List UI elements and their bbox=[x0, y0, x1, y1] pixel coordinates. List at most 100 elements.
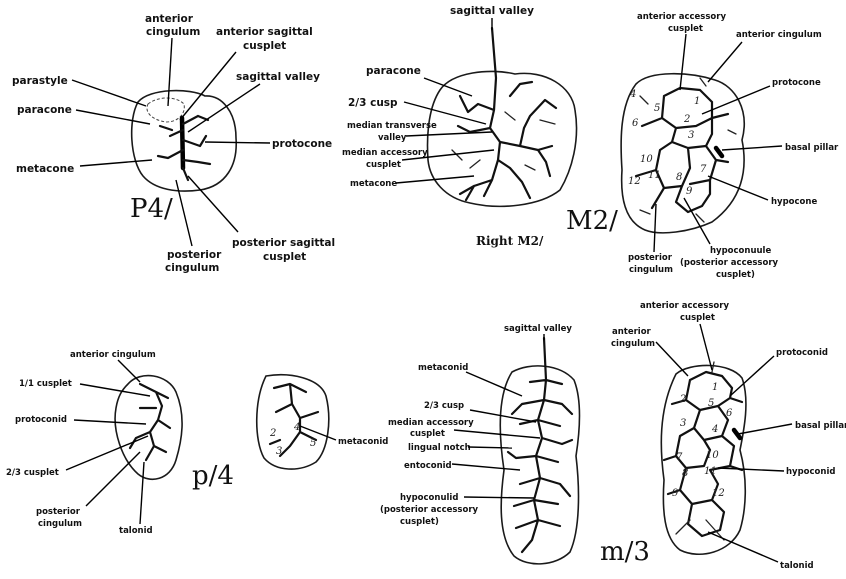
right-m2-label-median-transverse-valley-2: valley bbox=[378, 133, 407, 143]
m2-upper-leader-anterior-cingulum bbox=[708, 42, 742, 82]
p4-upper-label-posterior-sagittal-cusplet-2: cusplet bbox=[263, 251, 306, 263]
m3-left-panel: sagittal valley metaconid 2/3 cusp media… bbox=[380, 324, 580, 564]
m3-right-leader-anterior-cingulum bbox=[656, 342, 688, 376]
p4-upper-label-anterior-sagittal-cusplet-2: cusplet bbox=[243, 40, 286, 52]
m3-left-label-lingual-notch: lingual notch bbox=[408, 443, 471, 453]
m3-right-num-9: 9 bbox=[672, 488, 679, 499]
p4-upper-label-posterior-cingulum-1: posterior bbox=[167, 249, 222, 261]
m2-upper-num-1: 1 bbox=[694, 96, 700, 107]
m3-left-leader-lingual-notch bbox=[468, 447, 512, 448]
p4-upper-label-posterior-sagittal-cusplet-1: posterior sagittal bbox=[232, 237, 335, 249]
m3-right-num-8: 8 bbox=[682, 468, 688, 479]
p4-upper-label-parastyle: parastyle bbox=[12, 75, 68, 87]
m3-right-num-7: 7 bbox=[676, 452, 683, 463]
m3-left-label-sagittal-valley: sagittal valley bbox=[504, 324, 572, 334]
right-m2-label-two-thirds-cusp: 2/3 cusp bbox=[348, 97, 398, 109]
p4-upper-leader-parastyle bbox=[72, 80, 146, 106]
m3-right-num-6: 6 bbox=[726, 408, 733, 419]
p4-lower-label-posterior-cingulum-1: posterior bbox=[36, 507, 81, 517]
m2-upper-label-hypocone: hypocone bbox=[771, 197, 817, 207]
m3-left-leader-hypoconulid bbox=[464, 497, 534, 498]
m2-upper-num-3: 3 bbox=[688, 130, 694, 141]
p4-upper-label-paracone: paracone bbox=[17, 104, 72, 116]
right-m2-label-median-accessory-cusplet-2: cusplet bbox=[366, 160, 401, 170]
p4-upper-label-protocone: protocone bbox=[272, 138, 332, 150]
m3-right-num-10: 10 bbox=[706, 450, 719, 461]
p4-lower-label-two-thirds-cusplet: 2/3 cusplet bbox=[6, 468, 59, 478]
p4-lower-title: p/4 bbox=[192, 461, 234, 491]
m3-right-panel: 2 1 5 6 3 4 7 8 10 11 9 12 m/3 anterior … bbox=[600, 301, 846, 571]
p4-upper-label-sagittal-valley: sagittal valley bbox=[236, 71, 320, 83]
m2-upper-num-2: 2 bbox=[683, 114, 690, 125]
p4-upper-label-anterior-cingulum-2: cingulum bbox=[146, 26, 200, 38]
p4-lower-leader-posterior-cingulum bbox=[86, 452, 140, 506]
m2-upper-num-10: 10 bbox=[640, 154, 653, 165]
m3-left-label-hypoconulid-1: hypoconulid bbox=[400, 493, 458, 503]
p4-upper-label-posterior-cingulum-2: cingulum bbox=[165, 262, 219, 274]
m3-right-label-talonid: talonid bbox=[780, 561, 814, 571]
m2-upper-label-anterior-accessory-cusplet-1: anterior accessory bbox=[637, 12, 726, 22]
p4-lower-panel: 2 4 3 5 p/4 anterior cingulum 1/1 cusple… bbox=[6, 350, 388, 536]
right-m2-label-median-transverse-valley-1: median transverse bbox=[347, 121, 437, 131]
m2-upper-label-posterior-cingulum-1: posterior bbox=[628, 253, 673, 263]
m2-upper-label-hypoconuule-1: hypoconuule bbox=[710, 246, 771, 256]
m2-upper-label-hypoconuule-3: cusplet) bbox=[716, 270, 755, 280]
m3-right-num-11: 11 bbox=[704, 466, 717, 477]
right-m2-label-paracone: paracone bbox=[366, 65, 421, 77]
p4-upper-label-metacone: metacone bbox=[16, 163, 74, 175]
p4-lower-label-anterior-cingulum: anterior cingulum bbox=[70, 350, 156, 360]
m2-upper-label-anterior-cingulum: anterior cingulum bbox=[736, 30, 822, 40]
m3-left-label-metaconid: metaconid bbox=[418, 363, 468, 373]
right-m2-panel: Right M2/ sagittal valley paracone 2/3 c… bbox=[342, 5, 577, 248]
m3-left-label-median-accessory-cusplet-1: median accessory bbox=[388, 418, 474, 428]
m2-upper-num-6: 6 bbox=[632, 118, 639, 129]
m2-upper-label-basal-pillar: basal pillar bbox=[785, 143, 839, 153]
m3-left-label-two-thirds-cusp: 2/3 cusp bbox=[424, 401, 464, 411]
m3-left-label-hypoconulid-3: cusplet) bbox=[400, 517, 439, 527]
p4-upper-label-anterior-sagittal-cusplet-1: anterior sagittal bbox=[216, 26, 313, 38]
m2-upper-label-posterior-cingulum-2: cingulum bbox=[629, 265, 673, 275]
right-m2-label-median-accessory-cusplet-1: median accessory bbox=[342, 148, 428, 158]
p4-upper-title: P4/ bbox=[130, 194, 173, 224]
m3-left-label-median-accessory-cusplet-2: cusplet bbox=[410, 429, 445, 439]
m3-right-num-1: 1 bbox=[712, 382, 718, 393]
right-m2-label-metacone: metacone bbox=[350, 179, 397, 189]
m3-right-label-anterior-accessory-cusplet-1: anterior accessory bbox=[640, 301, 729, 311]
m3-right-leader-anterior-accessory-cusplet bbox=[700, 324, 712, 370]
p4-lower-num-5: 5 bbox=[310, 438, 316, 449]
m3-right-label-protoconid: protoconid bbox=[776, 348, 828, 358]
p4-lower-label-talonid: talonid bbox=[119, 526, 153, 536]
m3-right-label-anterior-accessory-cusplet-2: cusplet bbox=[680, 313, 715, 323]
p4-lower-num-3: 3 bbox=[276, 446, 282, 457]
m2-upper-title: M2/ bbox=[566, 206, 618, 236]
right-m2-label-sagittal-valley: sagittal valley bbox=[450, 5, 534, 17]
m3-left-label-hypoconulid-2: (posterior accessory bbox=[380, 505, 479, 515]
p4-lower-label-posterior-cingulum-2: cingulum bbox=[38, 519, 82, 529]
m3-right-label-anterior-cingulum-1: anterior bbox=[612, 327, 652, 337]
m2-upper-panel: 4 5 1 2 3 6 7 10 11 8 12 9 M2/ anterior … bbox=[566, 12, 839, 280]
m3-right-num-4: 4 bbox=[711, 424, 718, 435]
p4-lower-leader-anterior-cingulum bbox=[118, 360, 140, 382]
p4-lower-num-2: 2 bbox=[269, 428, 276, 439]
m2-upper-num-7: 7 bbox=[700, 164, 707, 175]
p4-lower-num-4: 4 bbox=[293, 422, 300, 433]
m3-right-label-anterior-cingulum-2: cingulum bbox=[611, 339, 655, 349]
m3-left-label-entoconid: entoconid bbox=[404, 461, 452, 471]
p4-lower-second-tooth-outline bbox=[257, 375, 329, 469]
m2-upper-num-9: 9 bbox=[686, 186, 693, 197]
p4-lower-label-metaconid: metaconid bbox=[338, 437, 388, 447]
p4-lower-label-one-one-cusplet: 1/1 cusplet bbox=[19, 379, 72, 389]
m3-right-num-12: 12 bbox=[712, 488, 725, 499]
right-m2-caption: Right M2/ bbox=[476, 234, 544, 248]
m3-left-tooth-outline bbox=[500, 366, 579, 564]
m2-upper-label-hypoconuule-2: (posterior accessory bbox=[680, 258, 779, 268]
m3-right-num-3: 3 bbox=[680, 418, 686, 429]
m2-upper-num-11: 11 bbox=[648, 170, 661, 181]
p4-upper-leader-protocone bbox=[205, 142, 270, 143]
m3-right-num-5: 5 bbox=[708, 398, 714, 409]
right-m2-tooth-outline bbox=[428, 71, 577, 206]
m3-right-label-hypoconid: hypoconid bbox=[786, 467, 835, 477]
m2-upper-label-anterior-accessory-cusplet-2: cusplet bbox=[668, 24, 703, 34]
